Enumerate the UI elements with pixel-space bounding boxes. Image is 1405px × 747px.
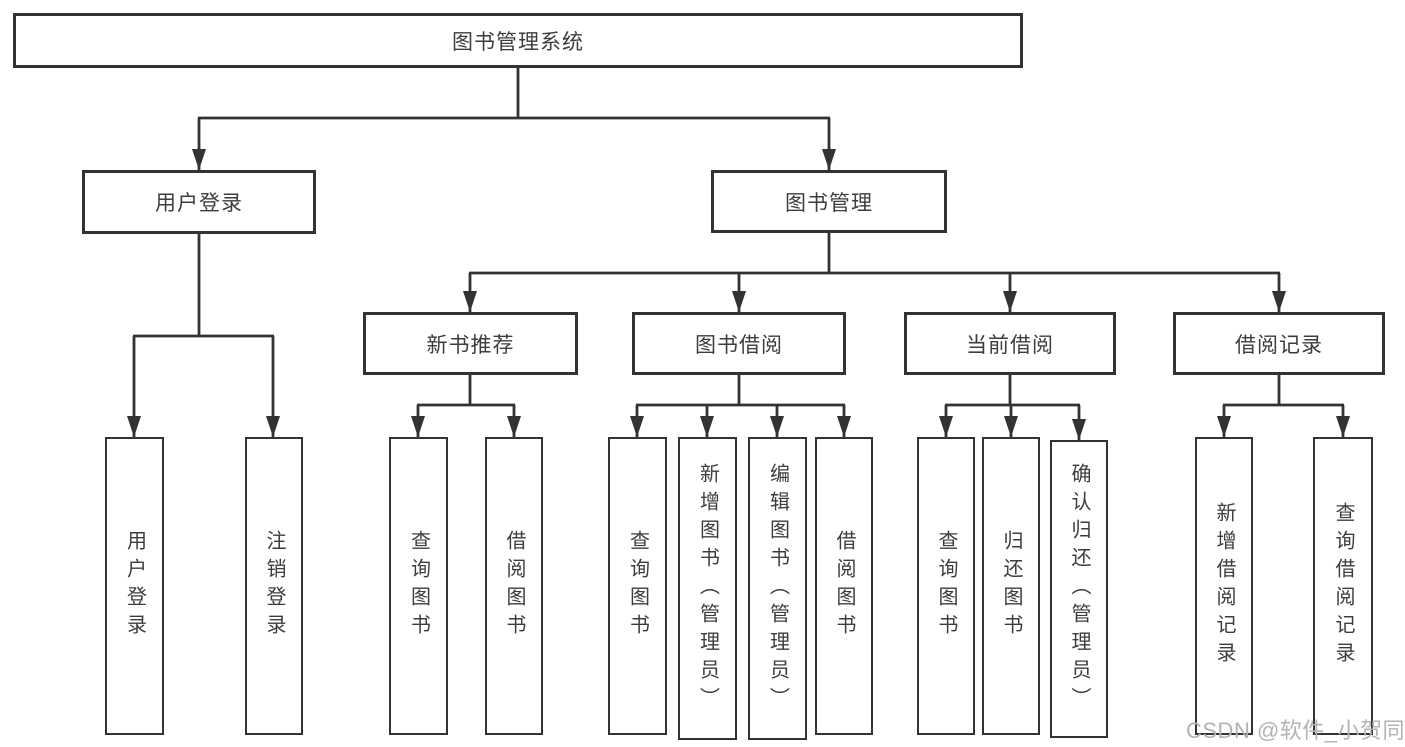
node-label: 新书推荐 [426, 333, 515, 357]
leaf-borrow-query-books: 查询图书 [608, 437, 667, 735]
leaf-current-query-books: 查询图书 [917, 437, 975, 735]
node-new-book-recommend: 新书推荐 [363, 312, 578, 375]
leaf-label: 新增借阅记录 [1213, 502, 1235, 670]
leaf-newbook-query-books: 查询图书 [389, 437, 448, 735]
leaf-borrow-add-books-admin: 新增图书（管理员） [678, 437, 737, 740]
leaf-label: 借阅图书 [833, 530, 855, 642]
node-current-borrowing: 当前借阅 [904, 312, 1116, 375]
leaf-label: 新增图书（管理员） [696, 462, 719, 715]
leaf-label: 查询图书 [935, 530, 957, 642]
leaf-newbook-borrow-books: 借阅图书 [485, 437, 543, 735]
leaf-borrow-borrow-books: 借阅图书 [815, 437, 873, 735]
leaf-current-confirm-return-admin: 确认归还（管理员） [1050, 440, 1108, 738]
node-label: 图书管理 [785, 191, 873, 215]
leaf-borrow-edit-books-admin: 编辑图书（管理员） [748, 437, 807, 740]
leaf-label: 确认归还（管理员） [1068, 463, 1090, 715]
leaf-user-login: 用户登录 [105, 437, 164, 735]
leaf-label: 注销登录 [263, 530, 285, 642]
leaf-label: 用户登录 [123, 530, 146, 642]
node-label: 当前借阅 [966, 333, 1054, 357]
leaf-records-query-record: 查询借阅记录 [1313, 437, 1373, 735]
leaf-label: 编辑图书（管理员） [766, 462, 789, 715]
node-user-login: 用户登录 [82, 170, 316, 234]
leaf-logout: 注销登录 [245, 437, 303, 735]
node-label: 用户登录 [155, 192, 243, 215]
node-label: 图书借阅 [695, 333, 783, 357]
node-library-management-system: 图书管理系统 [13, 13, 1023, 68]
leaf-label: 查询图书 [407, 530, 430, 642]
node-book-management: 图书管理 [711, 170, 947, 233]
leaf-label: 查询借阅记录 [1332, 502, 1354, 670]
node-label: 借阅记录 [1235, 333, 1323, 357]
leaf-label: 归还图书 [1000, 530, 1022, 642]
node-book-borrowing: 图书借阅 [632, 312, 846, 375]
node-label: 图书管理系统 [452, 30, 584, 54]
leaf-current-return-books: 归还图书 [982, 437, 1040, 735]
csdn-watermark: CSDN @软件_小贺同学 [1186, 718, 1405, 743]
node-borrowing-records: 借阅记录 [1173, 312, 1385, 375]
leaf-label: 借阅图书 [503, 530, 525, 642]
leaf-records-add-record: 新增借阅记录 [1195, 437, 1253, 735]
leaf-label: 查询图书 [626, 530, 649, 642]
